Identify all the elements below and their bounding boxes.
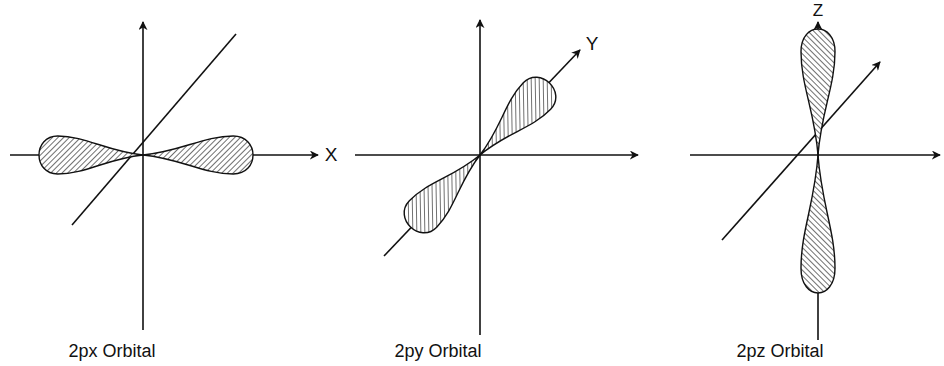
orbital-lobe xyxy=(39,136,143,174)
orbital-lobe xyxy=(801,155,835,293)
x-axis xyxy=(355,154,638,156)
x-axis xyxy=(690,154,940,156)
y-axis xyxy=(722,62,880,240)
axis-label: Z xyxy=(813,2,823,21)
orbital-lobe xyxy=(466,70,563,168)
axis-label: Y xyxy=(586,34,599,55)
axis-label: X xyxy=(325,145,338,166)
orbital-lobe xyxy=(397,142,494,240)
y-axis xyxy=(72,34,236,225)
orbital-lobe xyxy=(143,136,253,174)
orbital-caption: 2px Orbital xyxy=(68,342,155,362)
z-axis xyxy=(479,20,481,335)
orbital-caption: 2pz Orbital xyxy=(736,342,823,362)
orbital-caption: 2py Orbital xyxy=(394,342,481,362)
orbital-lobe xyxy=(801,29,835,155)
z-axis xyxy=(142,22,144,330)
y-axis xyxy=(384,50,580,256)
